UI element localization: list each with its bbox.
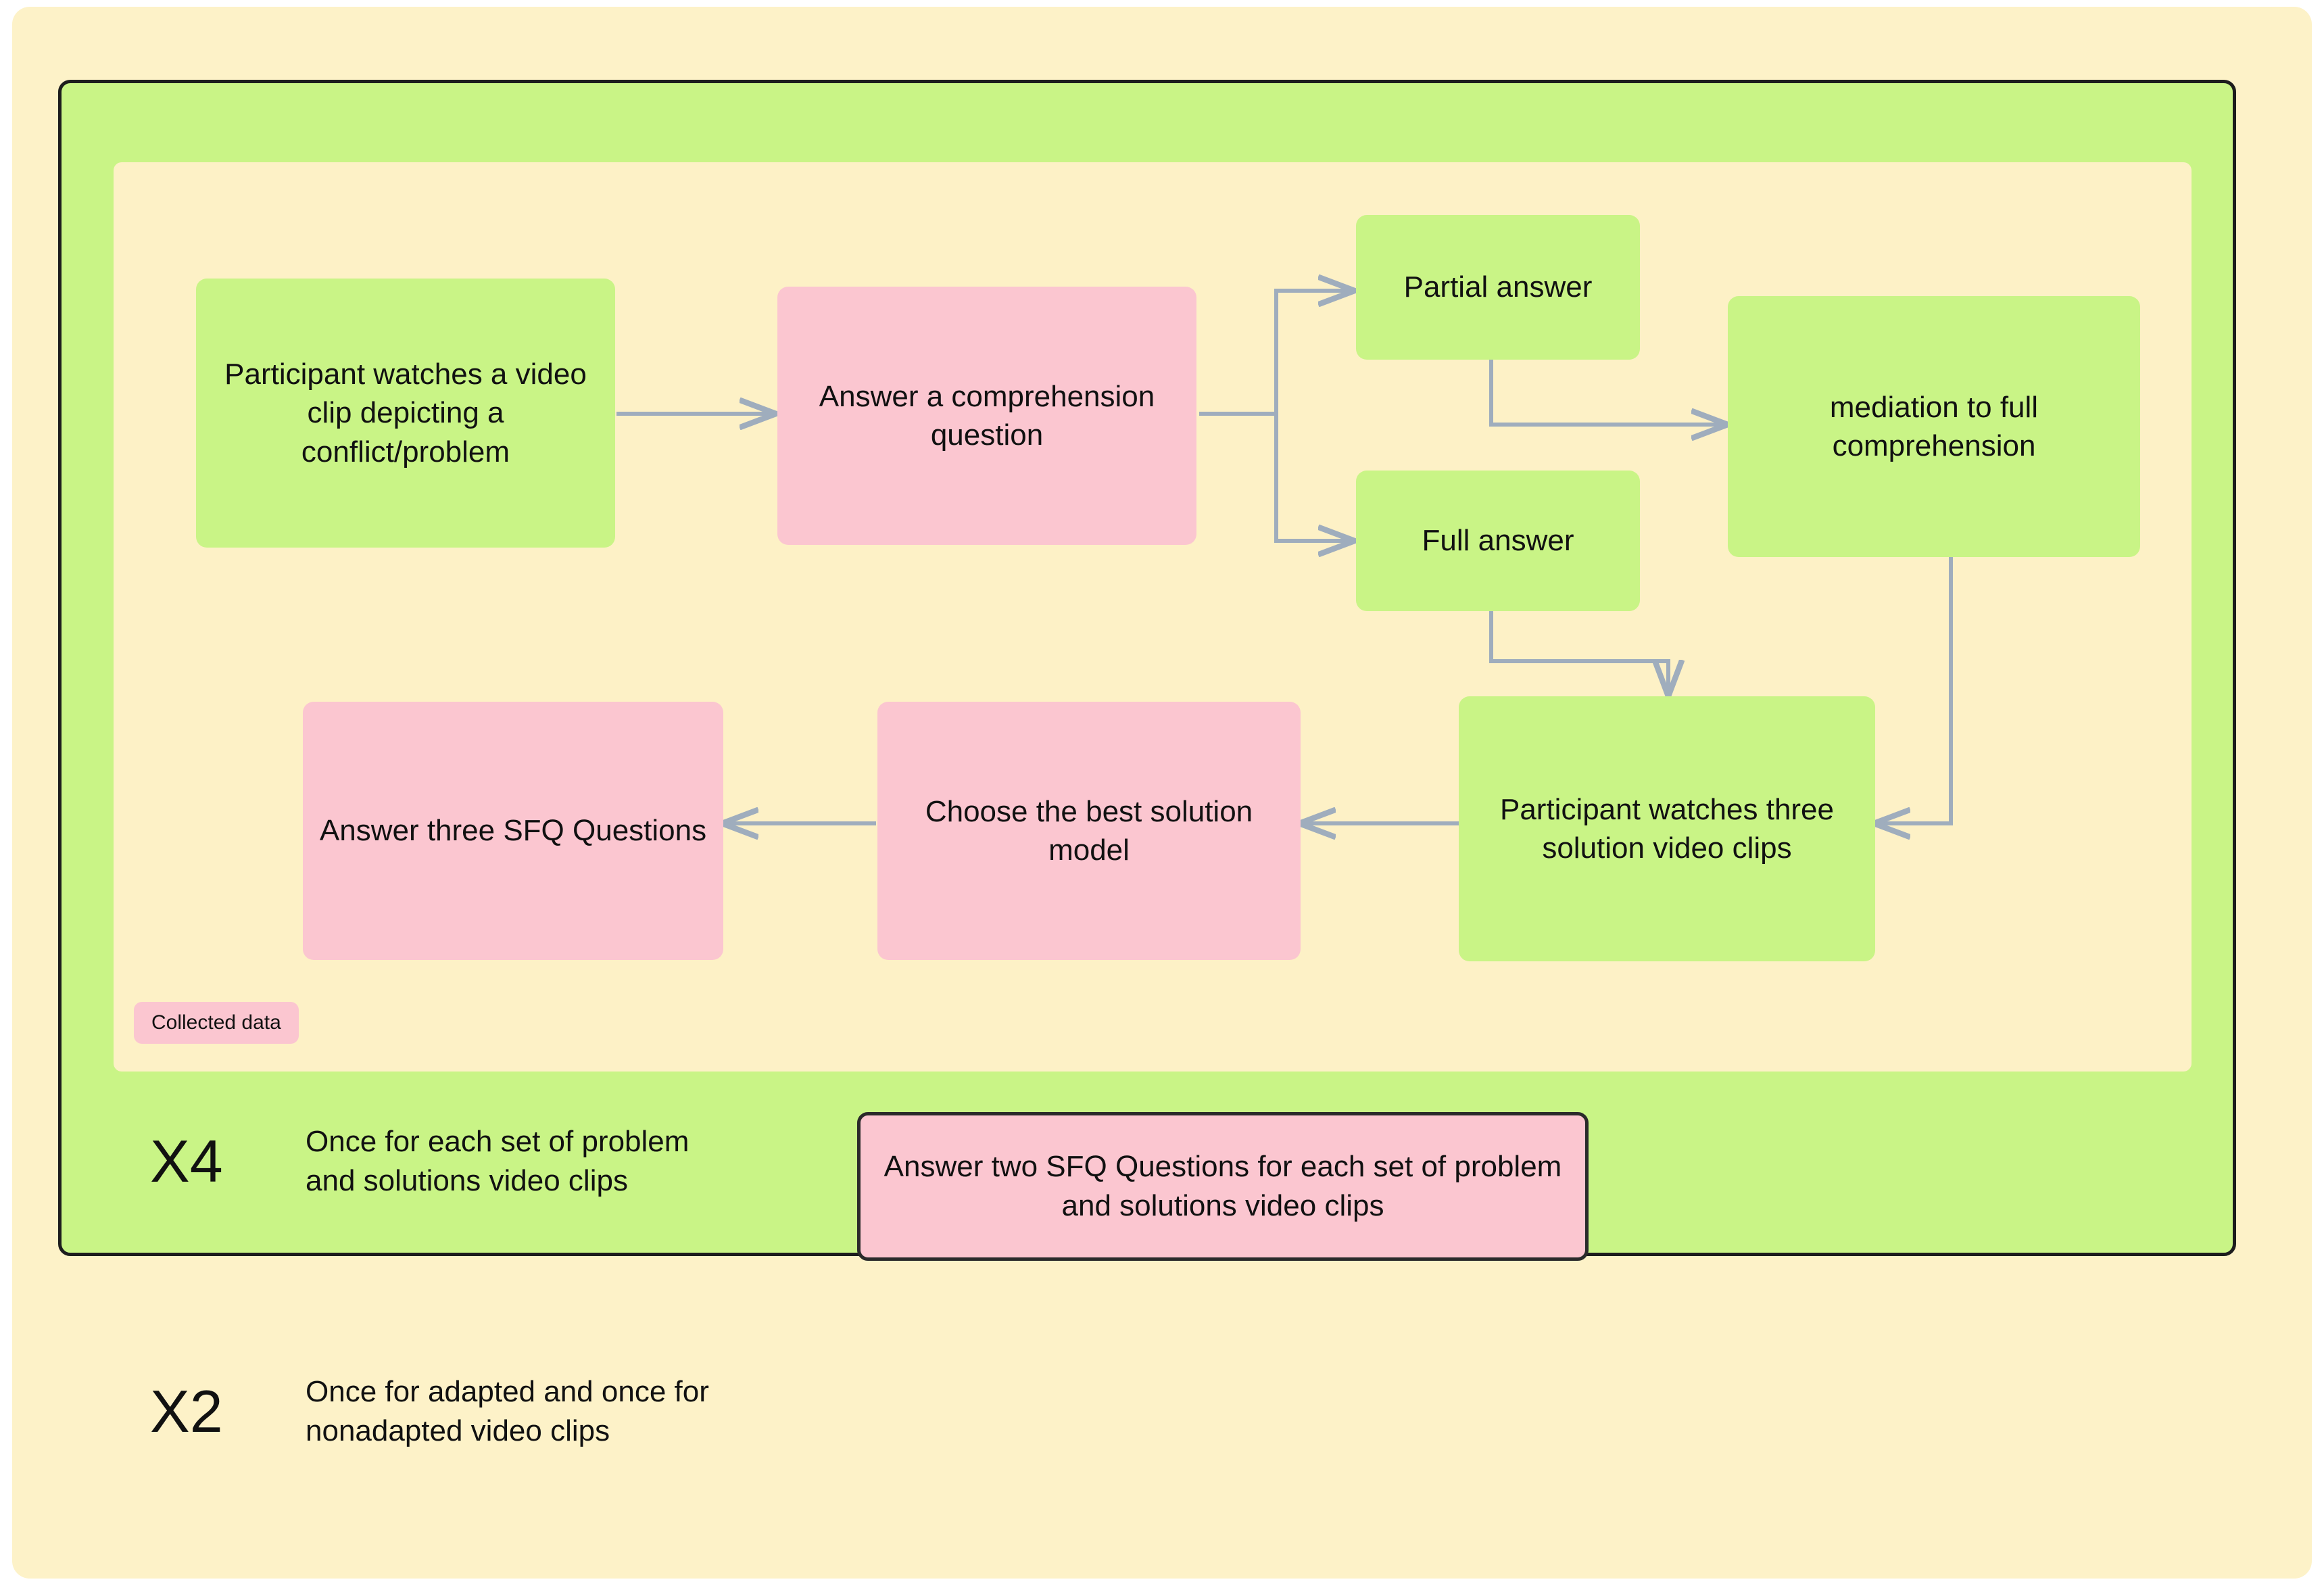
node-answer-three-sfq[interactable]: Answer three SFQ Questions <box>303 702 723 960</box>
repeat-text-x2: Once for adapted and once for nonadapted… <box>306 1375 709 1448</box>
node-partial-answer[interactable]: Partial answer <box>1356 215 1640 360</box>
node-watch-problem[interactable]: Participant watches a video clip depicti… <box>196 279 615 548</box>
repeat-row-x4: X4 Once for each set of problem and solu… <box>150 1122 689 1201</box>
repeat-text-x4: Once for each set of problem and solutio… <box>306 1125 689 1198</box>
node-comprehension-question[interactable]: Answer a comprehension question <box>777 287 1196 545</box>
node-watch-solutions[interactable]: Participant watches three solution video… <box>1459 696 1875 961</box>
node-mediation[interactable]: mediation to full comprehension <box>1728 296 2140 557</box>
node-choose-solution[interactable]: Choose the best solution model <box>877 702 1301 960</box>
repeat-count-x2: X2 <box>150 1378 223 1445</box>
callout-answer-two-sfq[interactable]: Answer two SFQ Questions for each set of… <box>857 1112 1589 1261</box>
legend-collected-data: Collected data <box>134 1002 299 1044</box>
repeat-row-x2: X2 Once for adapted and once for nonadap… <box>150 1372 709 1451</box>
node-full-answer[interactable]: Full answer <box>1356 471 1640 611</box>
repeat-count-x4: X4 <box>150 1128 223 1195</box>
